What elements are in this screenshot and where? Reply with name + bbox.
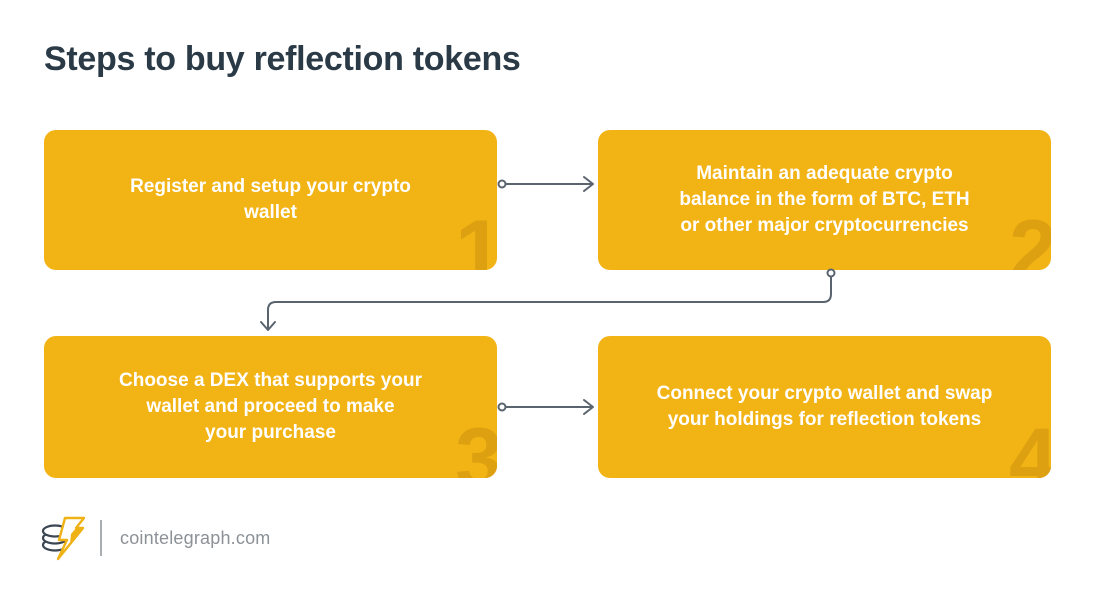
step-4-number: 4 [1009,411,1051,478]
step-3-line-3: your purchase [205,422,336,443]
step-1-number: 1 [455,203,497,270]
step-3-text: Choose a DEX that supports your wallet a… [119,368,422,446]
step-2-number: 2 [1009,203,1051,270]
step-1-line-2: wallet [244,202,297,223]
step-3-line-1: Choose a DEX that supports your [119,370,422,391]
connector-arrow-1-2 [497,176,594,192]
step-4-text: Connect your crypto wallet and swap your… [657,381,993,433]
footer-branding: cointelegraph.com [40,514,271,562]
step-1-line-1: Register and setup your crypto [130,176,411,197]
footer-divider [100,520,102,556]
step-box-4: Connect your crypto wallet and swap your… [598,336,1051,478]
step-2-line-3: or other major cryptocurrencies [680,215,969,236]
step-4-line-2: your holdings for reflection tokens [667,409,982,430]
cointelegraph-coin-bolt-icon [41,516,86,561]
step-4-line-1: Connect your crypto wallet and swap [656,383,993,404]
step-2-line-2: balance in the form of BTC, ETH [679,189,970,210]
step-3-number: 3 [455,411,497,478]
step-box-2: Maintain an adequate crypto balance in t… [598,130,1051,270]
page-title: Steps to buy reflection tokens [44,40,521,78]
connector-arrow-2-3 [260,268,836,331]
step-box-3: Choose a DEX that supports your wallet a… [44,336,497,478]
step-3-line-2: wallet and proceed to make [146,396,395,417]
step-1-text: Register and setup your crypto wallet [130,174,411,226]
step-2-line-1: Maintain an adequate crypto [696,163,953,184]
connector-arrow-3-4 [497,399,594,415]
step-2-text: Maintain an adequate crypto balance in t… [679,161,969,239]
step-box-1: Register and setup your crypto wallet 1 [44,130,497,270]
footer-site-label: cointelegraph.com [120,527,271,548]
